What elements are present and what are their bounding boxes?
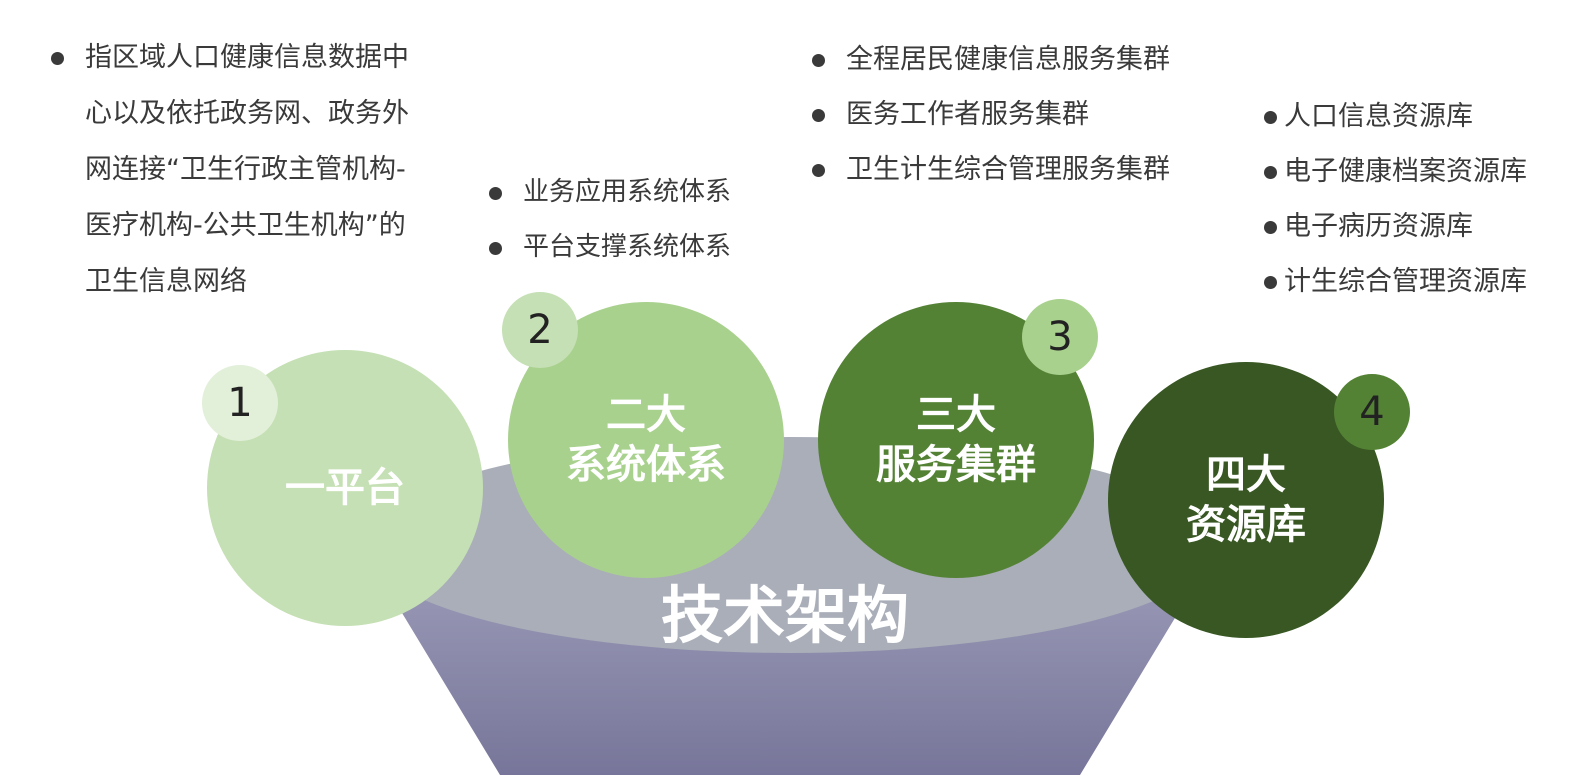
circle-label: 服务集群 (876, 442, 1036, 488)
badge-2: 2 (502, 292, 578, 368)
list-item: 全程居民健康信息服务集群 (806, 32, 1170, 87)
systems-circle: 二大系统体系 (508, 302, 784, 578)
system-list: 业务应用系统体系 平台支撑系统体系 (483, 165, 731, 275)
circle-label: 一平台 (285, 465, 405, 511)
list-item: 指区域人口健康信息数据中心以及依托政务网、政务外网连接“卫生行政主管机构-医疗机… (45, 30, 415, 310)
list-item: 人口信息资源库 (1262, 89, 1527, 144)
circle-label: 系统体系 (566, 442, 726, 488)
service-list: 全程居民健康信息服务集群 医务工作者服务集群 卫生计生综合管理服务集群 (806, 32, 1170, 197)
list-item: 业务应用系统体系 (483, 165, 731, 220)
badge-3: 3 (1022, 299, 1098, 375)
circle-label: 资源库 (1186, 502, 1306, 548)
badge-1: 1 (202, 365, 278, 441)
list-item: 电子病历资源库 (1262, 199, 1527, 254)
circle-label: 四大 (1206, 452, 1286, 498)
circle-label: 三大 (916, 392, 996, 438)
resource-list: 人口信息资源库 电子健康档案资源库 电子病历资源库 计生综合管理资源库 (1262, 89, 1527, 309)
circle-label: 二大 (606, 392, 686, 438)
platform-description: 指区域人口健康信息数据中心以及依托政务网、政务外网连接“卫生行政主管机构-医疗机… (45, 30, 415, 310)
list-item: 医务工作者服务集群 (806, 87, 1170, 142)
list-item: 卫生计生综合管理服务集群 (806, 142, 1170, 197)
list-item: 平台支撑系统体系 (483, 220, 731, 275)
list-item: 电子健康档案资源库 (1262, 144, 1527, 199)
list-item: 计生综合管理资源库 (1262, 254, 1527, 309)
badge-4: 4 (1334, 374, 1410, 450)
center-title: 技术架构 (660, 579, 909, 652)
